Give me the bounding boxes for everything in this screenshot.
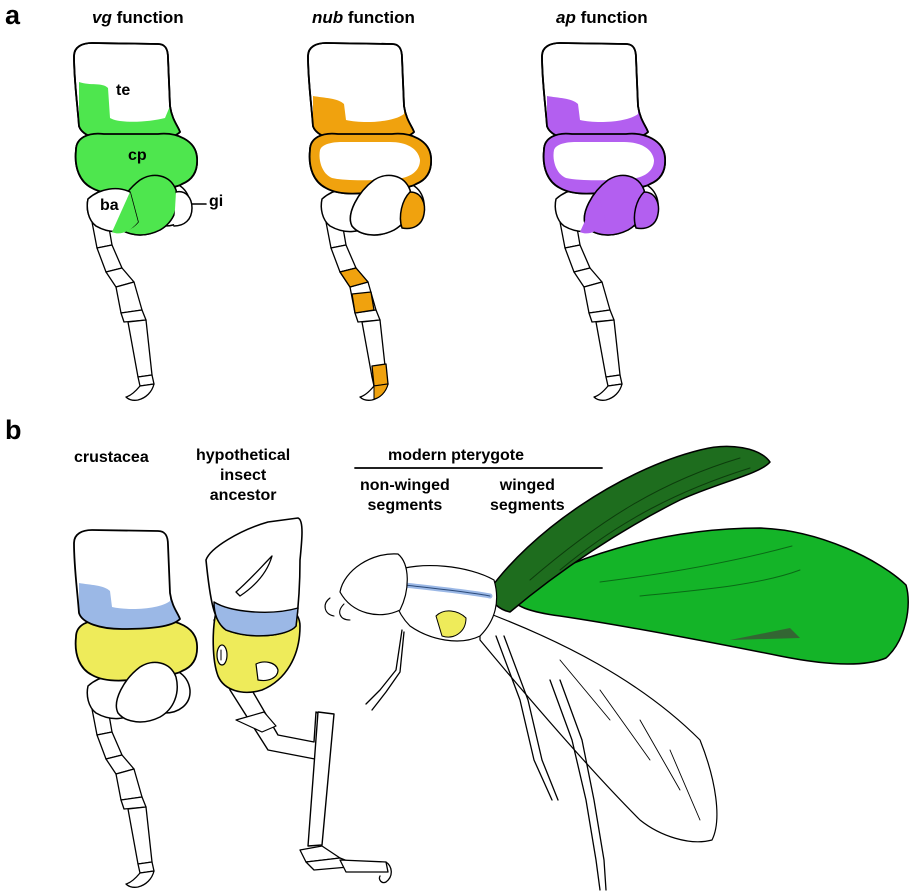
- winged-label: winged segments: [490, 476, 565, 516]
- gill-label: gi: [209, 193, 223, 211]
- ap-gene-name: ap: [556, 8, 576, 27]
- vg-function-title: vg function: [92, 8, 184, 28]
- ancestor-label: hypothetical insect ancestor: [196, 446, 290, 506]
- vg-function-suffix: function: [112, 8, 184, 27]
- non-winged-label: non-winged segments: [360, 476, 450, 516]
- crustacean-leg: [74, 530, 197, 887]
- leg-nub: [308, 43, 431, 400]
- ap-function-title: ap function: [556, 8, 648, 28]
- leg-vg: [74, 43, 206, 400]
- nub-function-suffix: function: [343, 8, 415, 27]
- panel-a-letter: a: [5, 0, 20, 31]
- basal-label: ba: [100, 197, 119, 215]
- ap-function-suffix: function: [576, 8, 648, 27]
- panel-b-letter: b: [5, 415, 22, 446]
- modern-pterygote-label: modern pterygote: [388, 446, 524, 466]
- nub-gene-name: nub: [312, 8, 343, 27]
- crustacea-label: crustacea: [74, 448, 149, 468]
- leg-ap: [542, 43, 665, 400]
- coxopodite-label: cp: [128, 147, 147, 165]
- vg-gene-name: vg: [92, 8, 112, 27]
- tergal-label: te: [116, 82, 130, 100]
- nub-function-title: nub function: [312, 8, 415, 28]
